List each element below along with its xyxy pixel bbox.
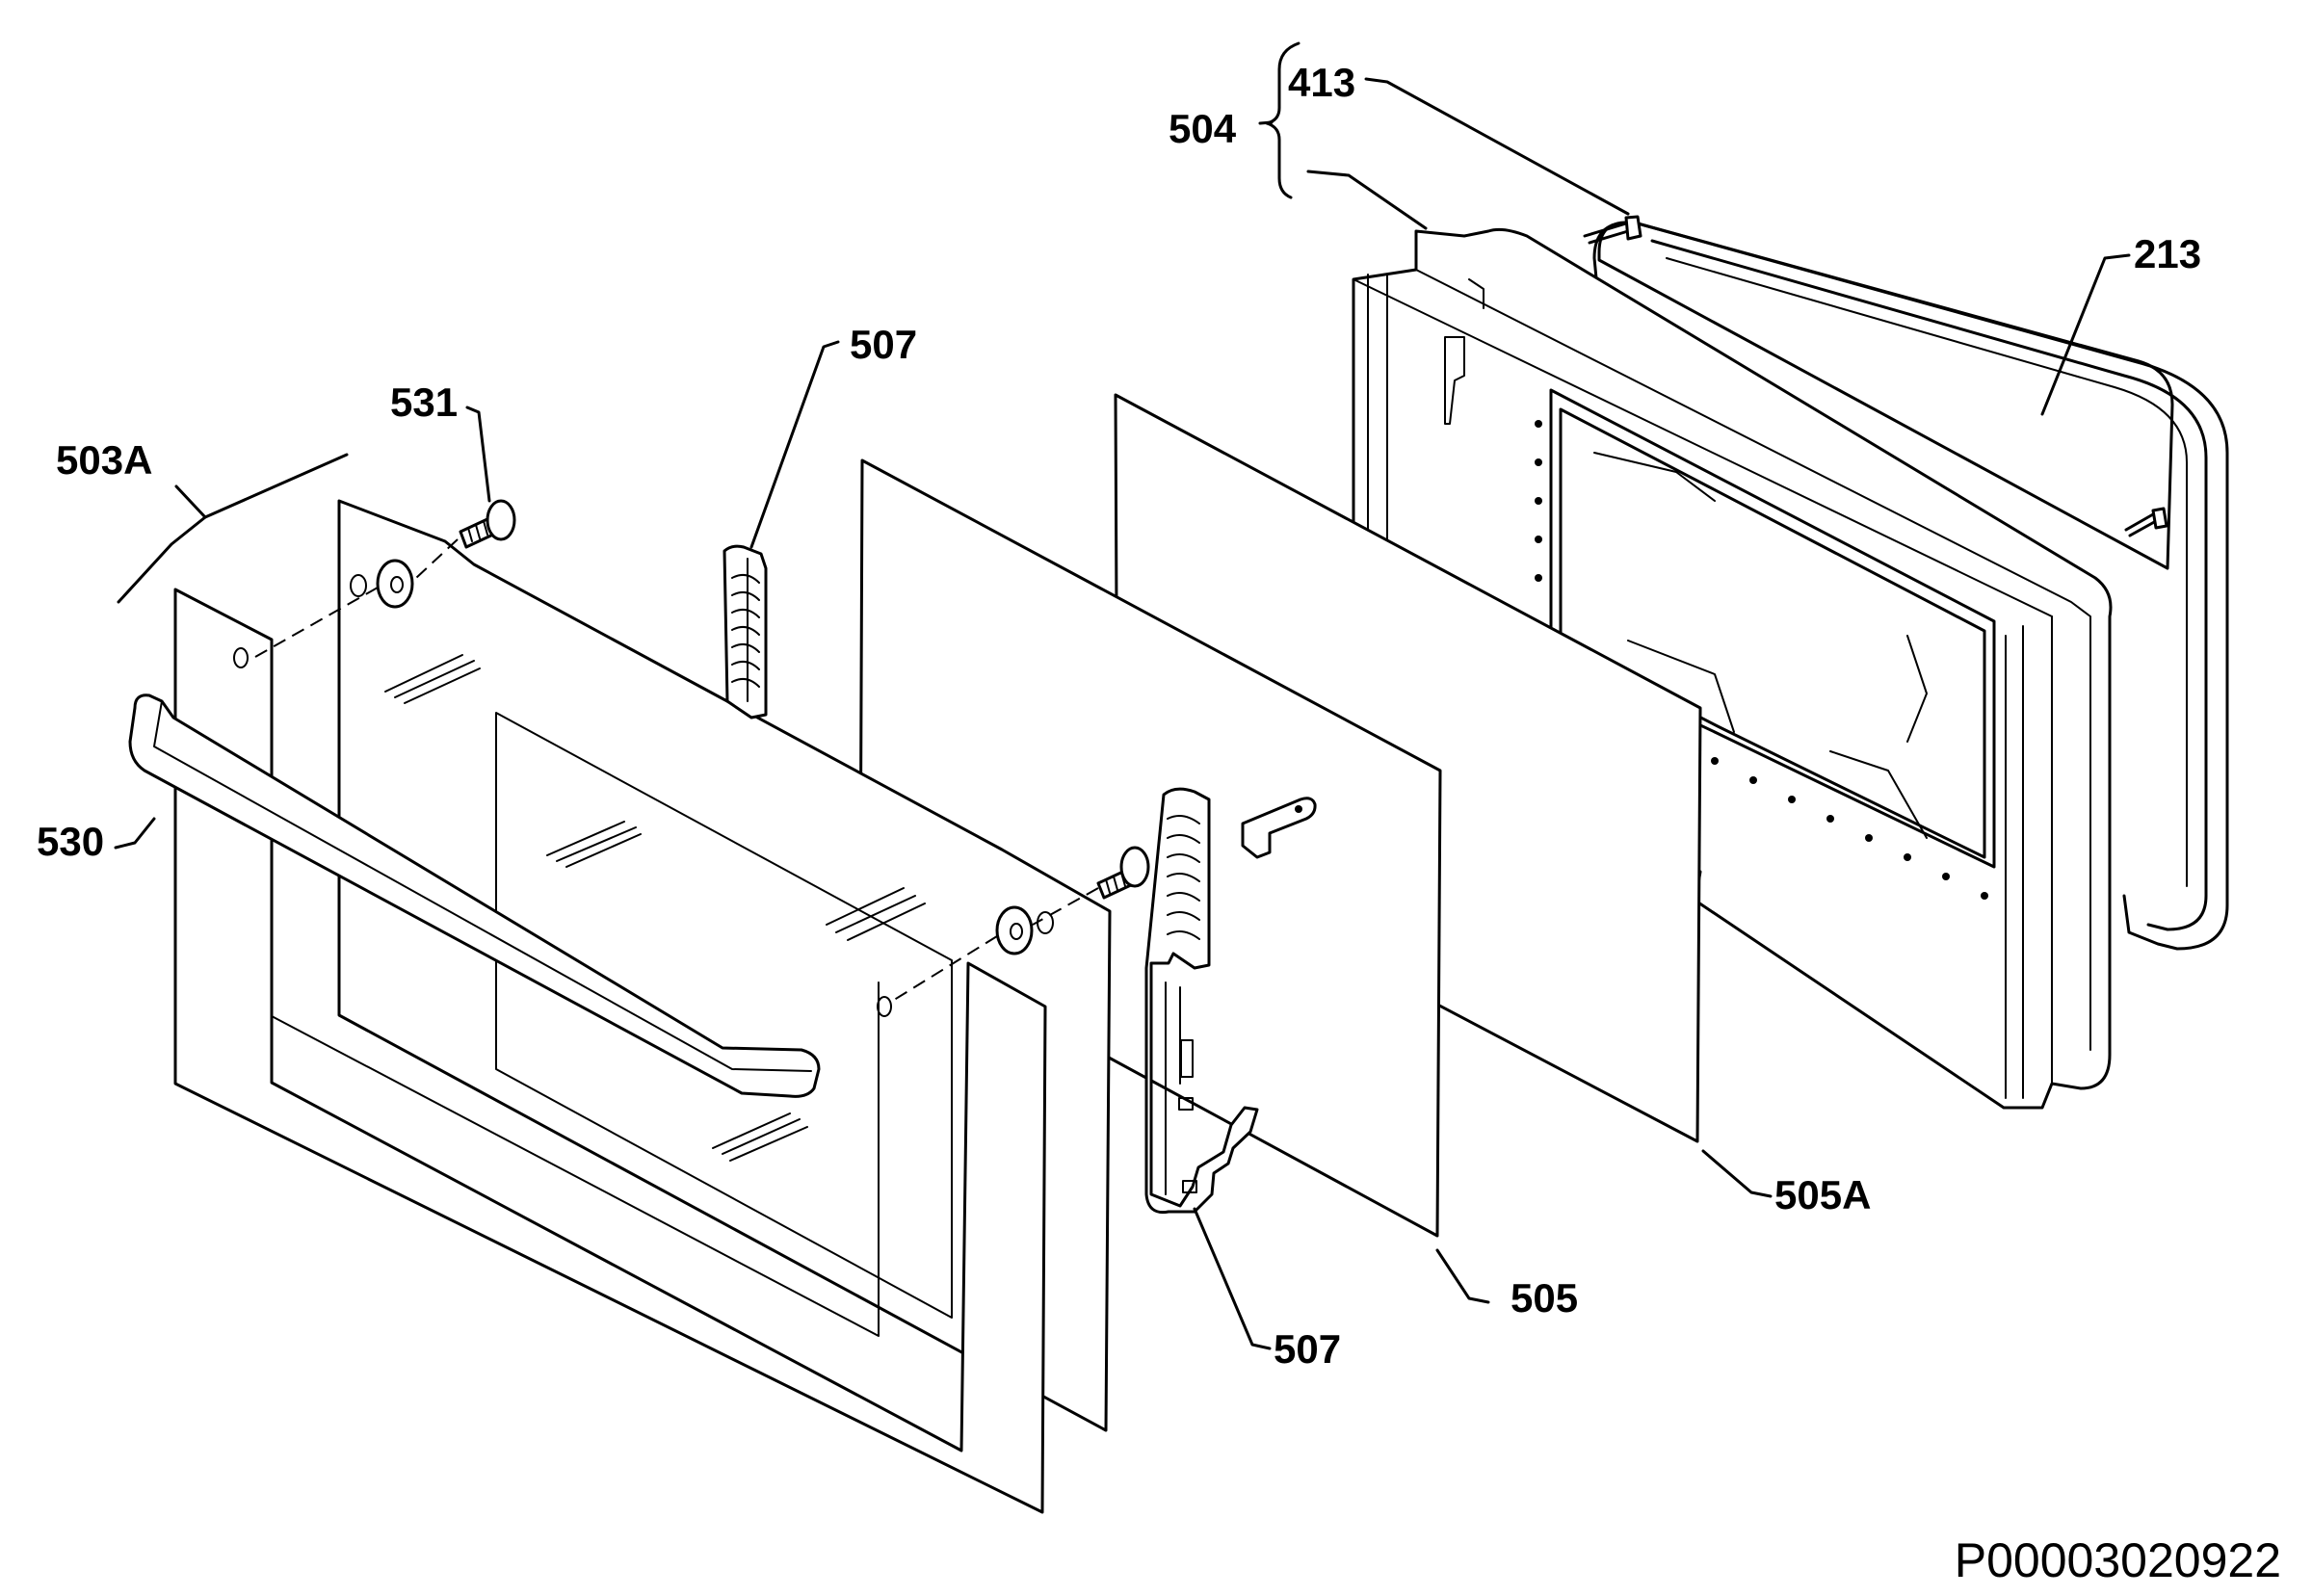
label-531: 531	[390, 379, 458, 425]
screw-413-top	[1583, 215, 1642, 245]
label-530: 530	[37, 819, 104, 864]
label-505: 505	[1511, 1275, 1578, 1321]
frame-rivets	[1535, 420, 1988, 900]
leader-lines	[114, 253, 2131, 1350]
bracket-504	[1258, 41, 1630, 230]
label-503A: 503A	[56, 437, 152, 483]
label-413: 413	[1288, 60, 1355, 105]
label-507-top: 507	[850, 322, 917, 367]
washers	[376, 559, 1034, 955]
door-handle	[128, 693, 821, 1098]
label-504: 504	[1169, 106, 1237, 151]
alignment-lines	[254, 538, 1099, 1003]
hinge-507-bottom	[1144, 787, 1259, 1215]
glass-reflections	[384, 654, 926, 1162]
label-213: 213	[2134, 231, 2201, 276]
drawing-code: P00003020922	[1955, 1533, 2281, 1587]
label-505A: 505A	[1774, 1172, 1871, 1217]
inner-door-frame	[1352, 227, 2113, 1110]
handle-screw-lower	[1096, 846, 1150, 900]
label-507-bottom: 507	[1274, 1326, 1341, 1372]
door-seal-gasket	[1592, 221, 2229, 951]
small-bracket	[1241, 797, 1317, 859]
hinge-507-top	[722, 544, 768, 720]
glass-pane-505	[858, 458, 1442, 1238]
handle-screw-531	[459, 499, 516, 549]
screw-413-right	[2124, 507, 2168, 537]
mesh-window	[1549, 388, 1996, 869]
